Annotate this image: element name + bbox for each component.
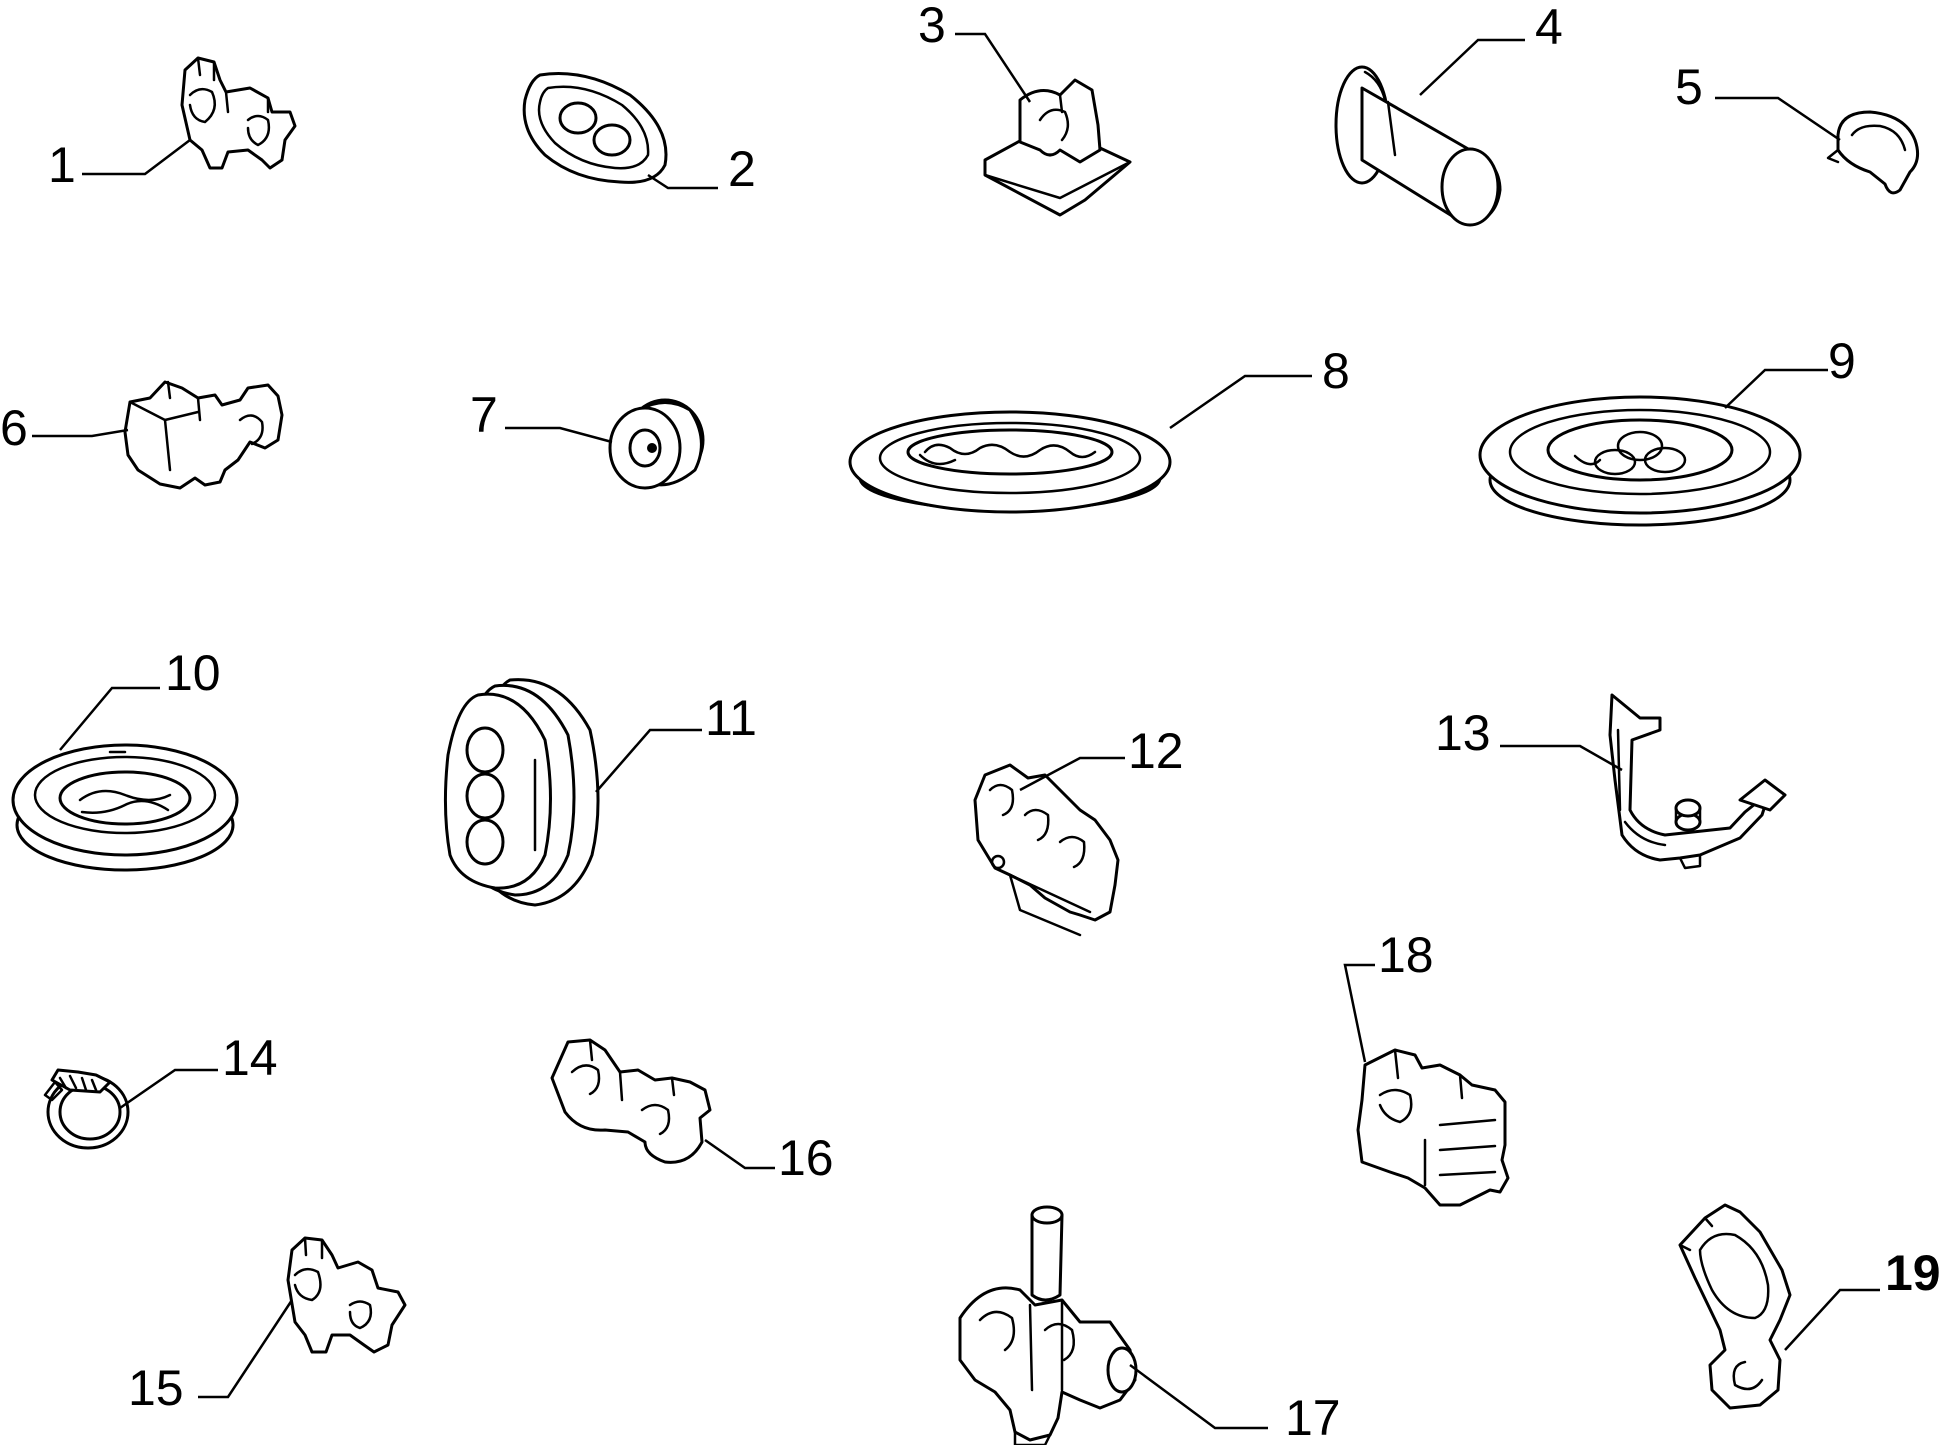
leader-11 [595, 728, 702, 793]
callout-6: 6 [0, 400, 28, 456]
part-19-loop-clip [1678, 1203, 1792, 1410]
callout-4: 4 [1535, 0, 1563, 55]
part-8-oval-grommet [848, 410, 1172, 514]
callout-9: 9 [1828, 333, 1856, 389]
leader-15 [198, 1299, 294, 1399]
part-3-adhesive-clip [983, 78, 1132, 217]
leader-18 [1343, 963, 1375, 1063]
leader-1 [82, 139, 191, 176]
part-7-round-grommet [608, 398, 705, 490]
part-2-two-hole-grommet [522, 72, 668, 184]
leader-7 [505, 426, 613, 444]
part-6-double-clip [123, 380, 284, 490]
part-4-flanged-tube [1334, 65, 1502, 227]
callout-12: 12 [1128, 723, 1184, 779]
part-12-triple-clip [973, 763, 1120, 937]
callout-11: 11 [705, 690, 757, 746]
leader-8 [1169, 374, 1312, 430]
callout-2: 2 [728, 141, 756, 197]
part-17-stud-clip [958, 1205, 1138, 1445]
part-14-hose-clamp [43, 1068, 130, 1150]
leader-17 [1129, 1363, 1268, 1430]
leader-2 [647, 173, 718, 190]
leader-10 [59, 686, 160, 751]
callout-5: 5 [1675, 59, 1703, 115]
callout-1: 1 [48, 137, 76, 193]
callout-19: 19 [1885, 1245, 1941, 1301]
callout-10: 10 [165, 645, 221, 701]
leader-9 [1724, 368, 1828, 409]
callout-15: 15 [128, 1360, 184, 1416]
callout-3: 3 [918, 0, 946, 53]
leader-16 [704, 1138, 775, 1170]
leader-4 [1419, 38, 1525, 96]
part-9-round-grommet [1478, 395, 1802, 527]
leader-12 [1019, 756, 1125, 792]
part-10-round-grommet [11, 743, 239, 872]
part-11-three-hole-grommet [443, 678, 600, 907]
leader-5 [1715, 96, 1841, 142]
leader-6 [32, 428, 129, 438]
callout-18: 18 [1378, 927, 1434, 983]
leader-14 [119, 1068, 218, 1110]
callout-17: 17 [1285, 1390, 1341, 1445]
callout-16: 16 [778, 1130, 834, 1186]
leader-13 [1500, 744, 1623, 772]
callout-13: 13 [1435, 705, 1491, 761]
callout-7: 7 [470, 387, 498, 443]
part-15-double-clip [286, 1236, 407, 1354]
part-5-ring-clip [1826, 110, 1920, 195]
part-1-double-clip [180, 56, 297, 170]
part-16-double-clip [550, 1038, 712, 1164]
callout-8: 8 [1322, 343, 1350, 399]
part-18-stacked-clip [1356, 1048, 1510, 1207]
leader-3 [955, 32, 1032, 103]
callout-14: 14 [222, 1030, 278, 1086]
leader-19 [1784, 1288, 1880, 1351]
part-13-bracket [1608, 693, 1787, 870]
